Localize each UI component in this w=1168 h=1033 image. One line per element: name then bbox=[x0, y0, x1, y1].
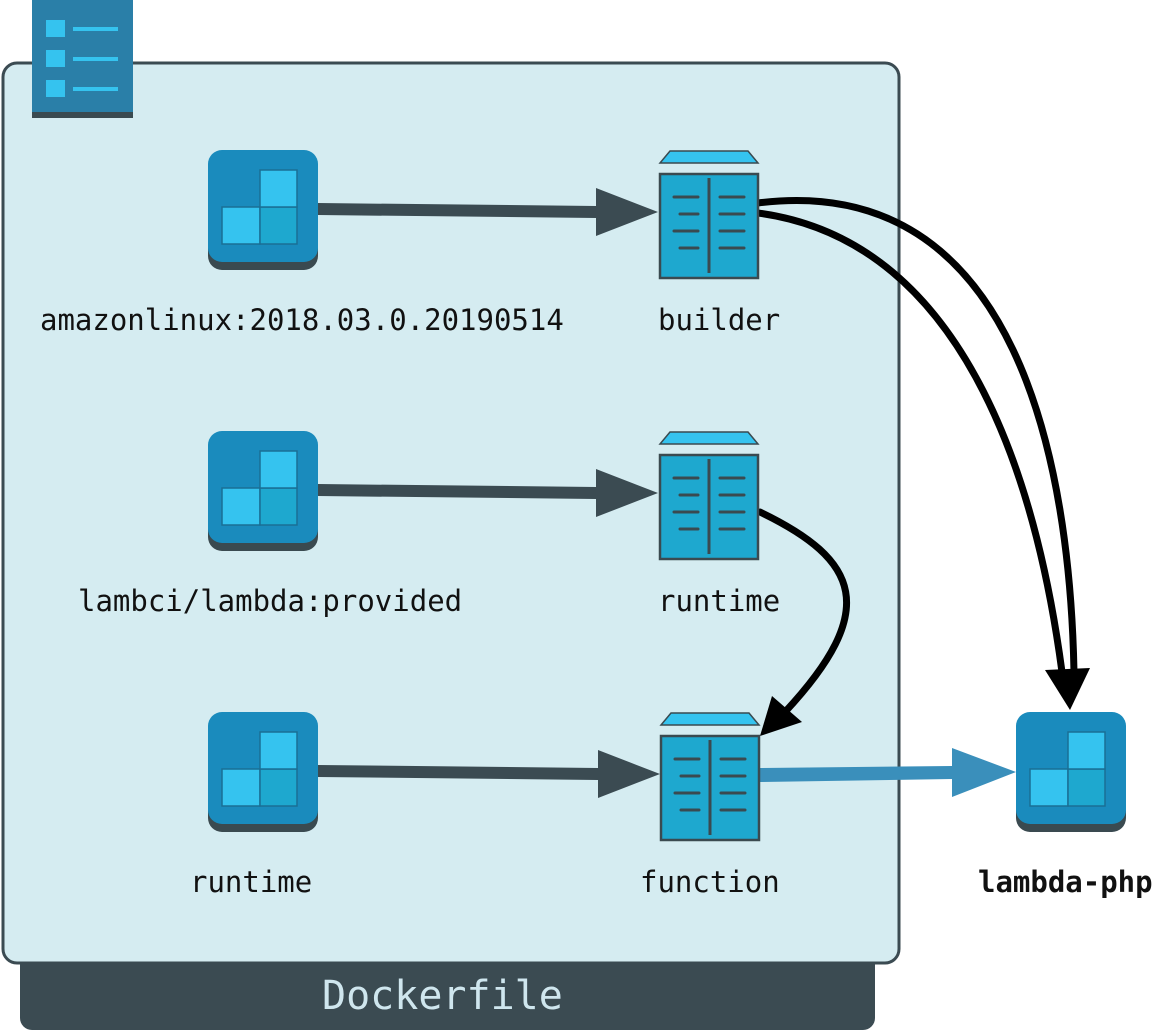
dockerfile-label: Dockerfile bbox=[322, 973, 563, 1019]
node-label-amazonlinux: amazonlinux:2018.03.0.20190514 bbox=[40, 303, 564, 337]
docker-image-icon bbox=[1015, 711, 1127, 833]
arrowhead-copy-lambda-php bbox=[1045, 668, 1090, 710]
node-label-lambci: lambci/lambda:provided bbox=[78, 584, 463, 618]
arrow-copy-builder-1 bbox=[754, 197, 1078, 676]
docker-image-icon bbox=[207, 149, 319, 271]
document-list-icon bbox=[32, 0, 133, 118]
arrow-copy-runtime bbox=[756, 508, 851, 716]
arrow-from-runtime bbox=[318, 750, 660, 798]
node-label-builder: builder bbox=[658, 303, 781, 337]
arrow-build-lambda-php bbox=[760, 748, 1016, 797]
arrow-from-lambci bbox=[318, 469, 658, 517]
arrow-copy-builder-2 bbox=[754, 209, 1066, 676]
docker-image-icon bbox=[207, 711, 319, 833]
node-label-runtime-stage: runtime bbox=[658, 584, 781, 618]
node-label-lambda-php: lambda-php bbox=[978, 865, 1153, 899]
arrowhead-copy-function bbox=[760, 696, 802, 736]
arrow-from-amazonlinux bbox=[318, 188, 658, 236]
docker-image-icon bbox=[207, 430, 319, 552]
node-label-function: function bbox=[640, 865, 780, 899]
node-label-runtime-image: runtime bbox=[190, 865, 313, 899]
